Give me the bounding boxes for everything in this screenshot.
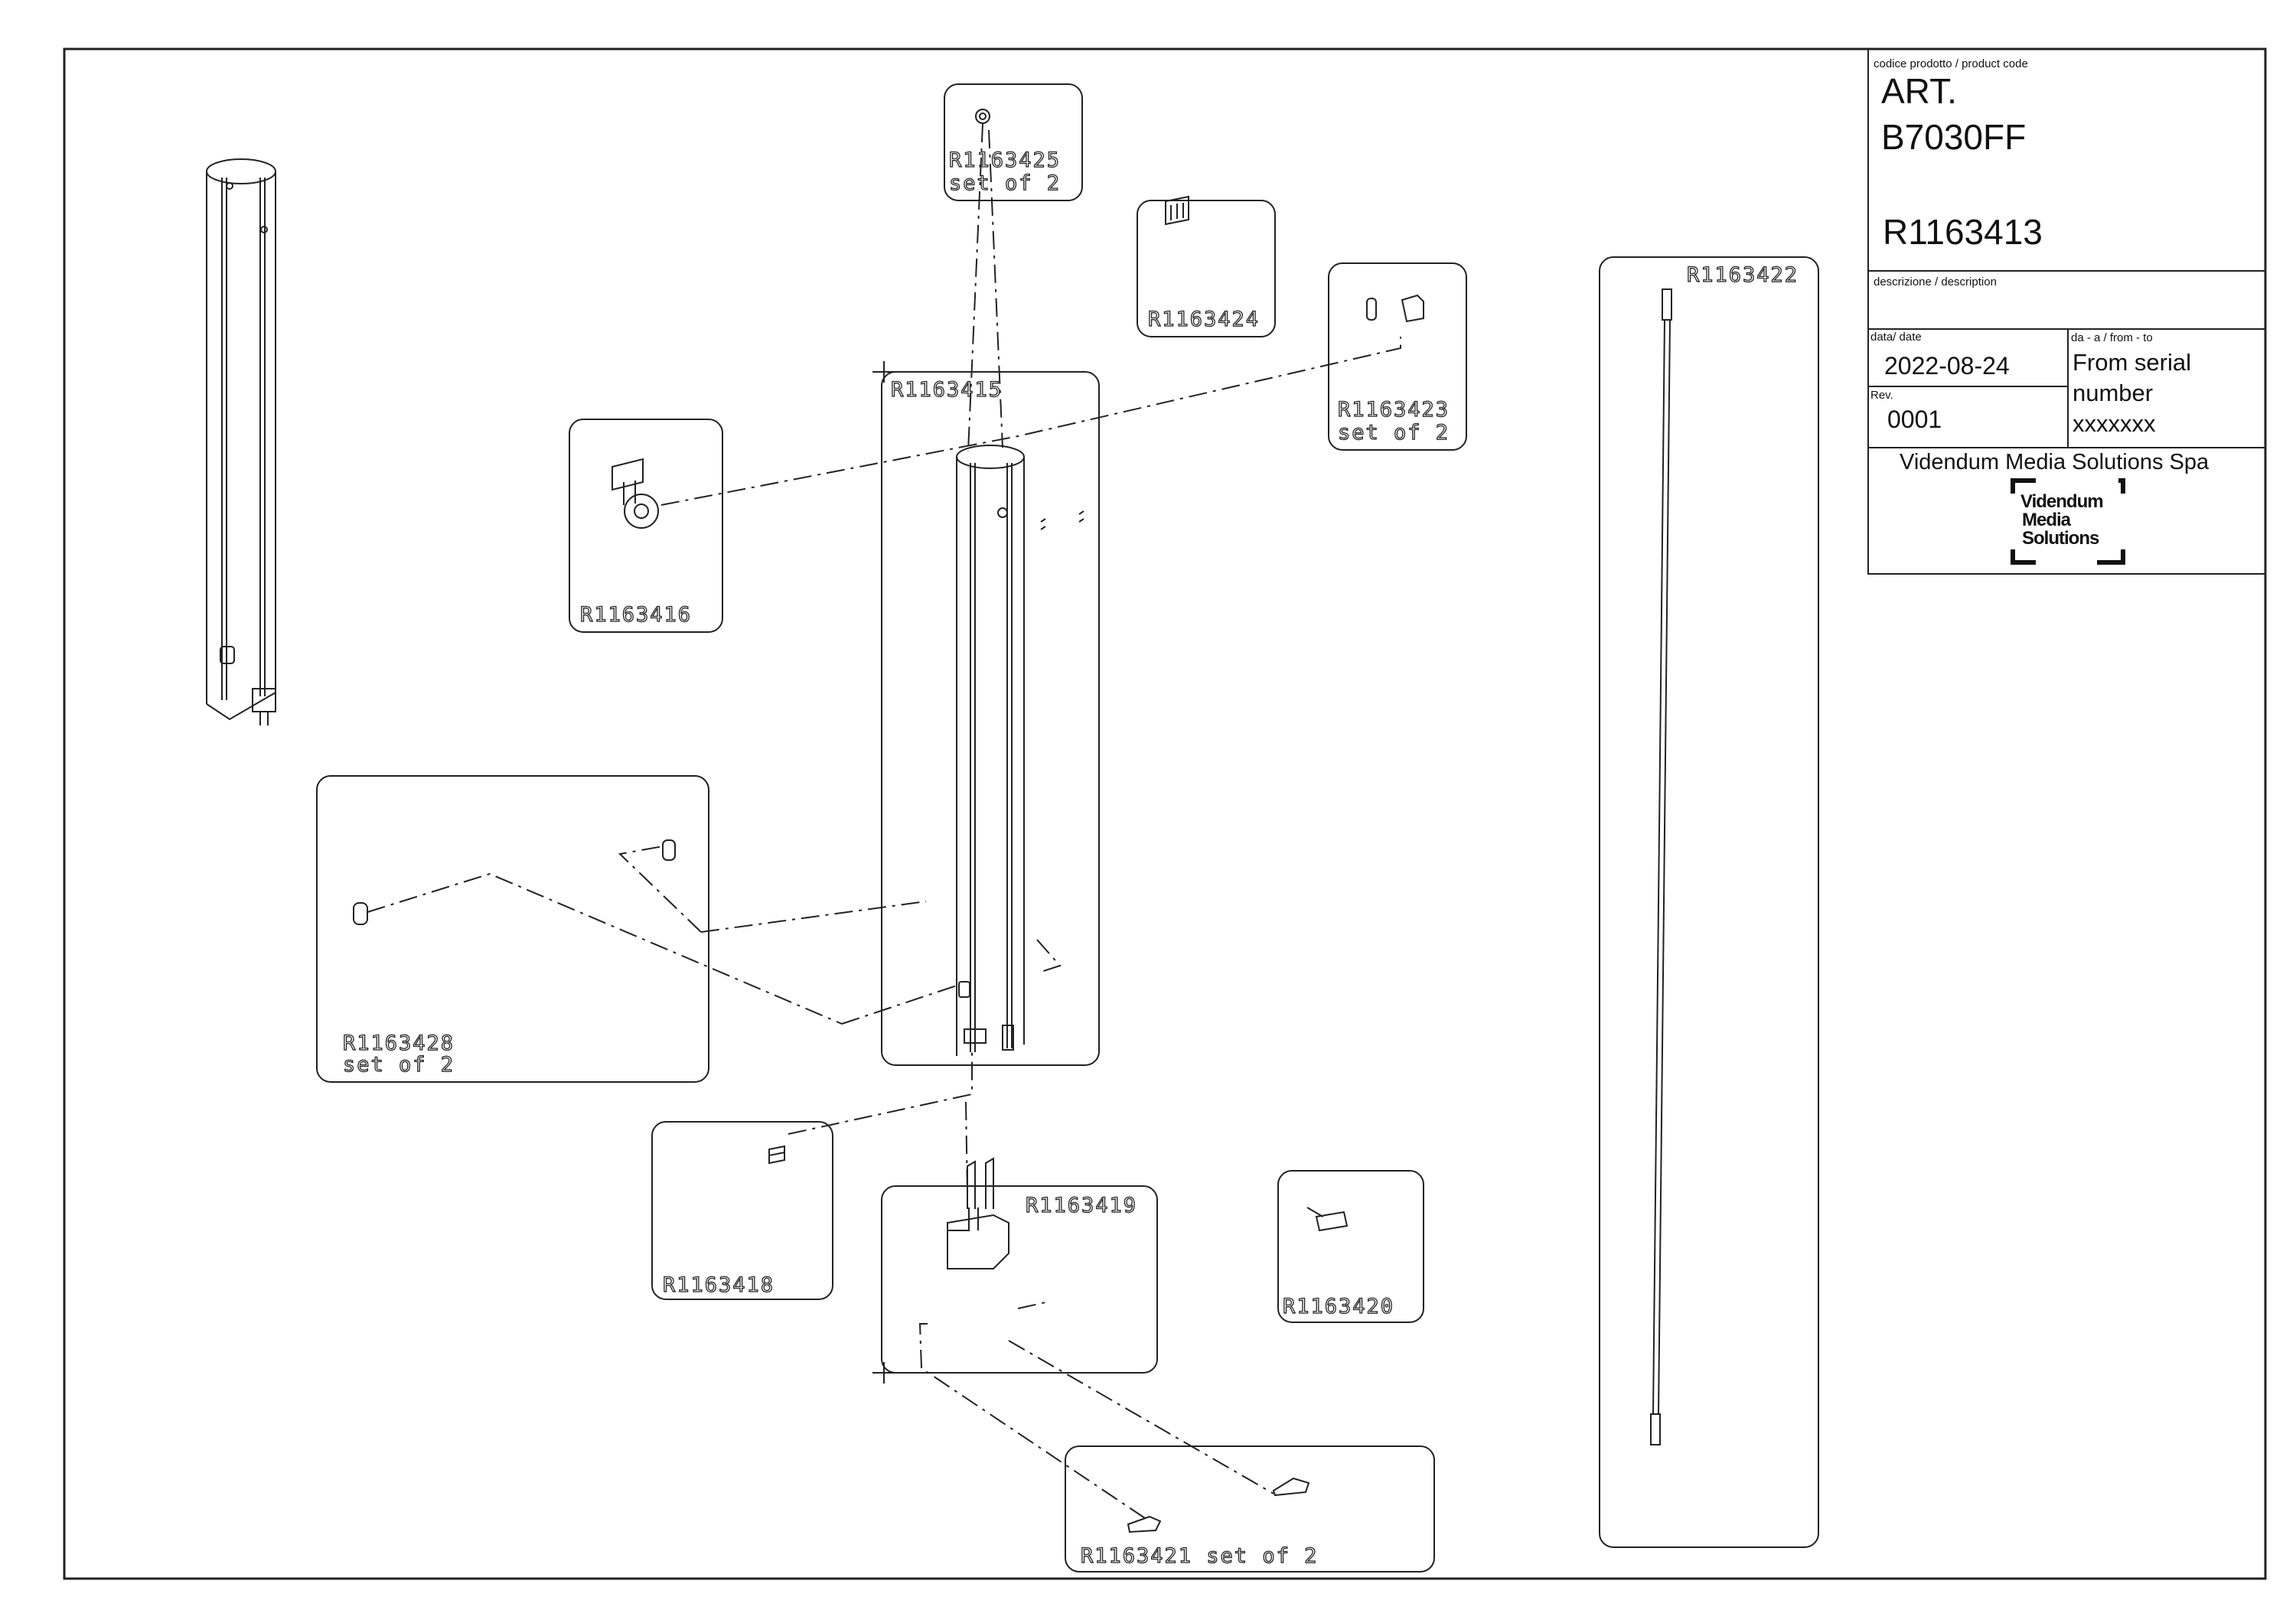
long-bar-drawing (1650, 288, 1672, 1445)
range-line-3: xxxxxxx (2073, 410, 2156, 437)
callout-box-r1163421 (1065, 1445, 1435, 1572)
callout-box-r1163419 (881, 1185, 1158, 1374)
part-label-r1163421: R1163421 set of 2 (1081, 1544, 1318, 1568)
callout-box-r1163425 (944, 83, 1083, 201)
title-block (1867, 48, 2266, 575)
part-label-r1163415: R1163415 (891, 378, 1003, 402)
art-label: ART. (1881, 71, 1957, 111)
part-label-r1163425: R1163425 (949, 148, 1061, 172)
callout-box-r1163424 (1137, 200, 1276, 337)
date-label: data/ date (1870, 331, 1922, 344)
logo-text-2: Media (2022, 510, 2071, 530)
callout-box-r1163416 (569, 419, 723, 633)
date-value: 2022-08-24 (1884, 352, 2010, 380)
rev-label: Rev. (1870, 389, 1893, 402)
part-label-r1163424: R1163424 (1148, 308, 1260, 331)
callout-box-r1163422 (1599, 256, 1819, 1548)
drawing-code: R1163413 (1883, 212, 2043, 252)
callout-box-r1163420 (1277, 1170, 1424, 1323)
description-label: descrizione / description (1874, 275, 1997, 288)
logo-text-3: Solutions (2022, 528, 2099, 549)
crosshair-marks (872, 361, 895, 1383)
range-label: da - a / from - to (2071, 331, 2153, 344)
product-code-label: codice prodotto / product code (1874, 57, 2028, 70)
drawing-frame (63, 47, 2267, 1580)
part-note-r1163423: set of 2 (1338, 421, 1450, 445)
art-number: B7030FF (1881, 117, 2027, 157)
part-shapes (353, 109, 1424, 1533)
logo-text-1: Videndum (2020, 491, 2104, 512)
callout-boxes (316, 83, 1819, 1572)
callout-box-r1163418 (651, 1121, 833, 1300)
company-name: Videndum Media Solutions Spa (1900, 450, 2210, 474)
part-label-r1163423: R1163423 (1338, 398, 1450, 422)
range-line-2: number (2073, 380, 2154, 406)
callout-box-r1163423 (1328, 262, 1467, 451)
part-label-r1163418: R1163418 (663, 1273, 775, 1297)
rev-value: 0001 (1887, 406, 1942, 433)
main-column-drawing (956, 445, 1084, 1056)
part-label-r1163428: R1163428 (343, 1031, 455, 1055)
part-label-r1163420: R1163420 (1283, 1295, 1394, 1318)
part-label-r1163416: R1163416 (580, 603, 692, 627)
range-line-1: From serial (2073, 349, 2192, 376)
callout-box-r1163415 (881, 371, 1100, 1066)
part-label-r1163419: R1163419 (1026, 1194, 1137, 1217)
part-note-r1163428: set of 2 (343, 1053, 455, 1077)
part-label-r1163422: R1163422 (1687, 263, 1799, 287)
company-logo (2011, 478, 2125, 565)
callout-box-r1163428 (316, 775, 709, 1083)
assembled-column-drawing (206, 158, 276, 725)
part-note-r1163425: set of 2 (949, 171, 1061, 195)
leader-lines (367, 123, 1401, 1522)
